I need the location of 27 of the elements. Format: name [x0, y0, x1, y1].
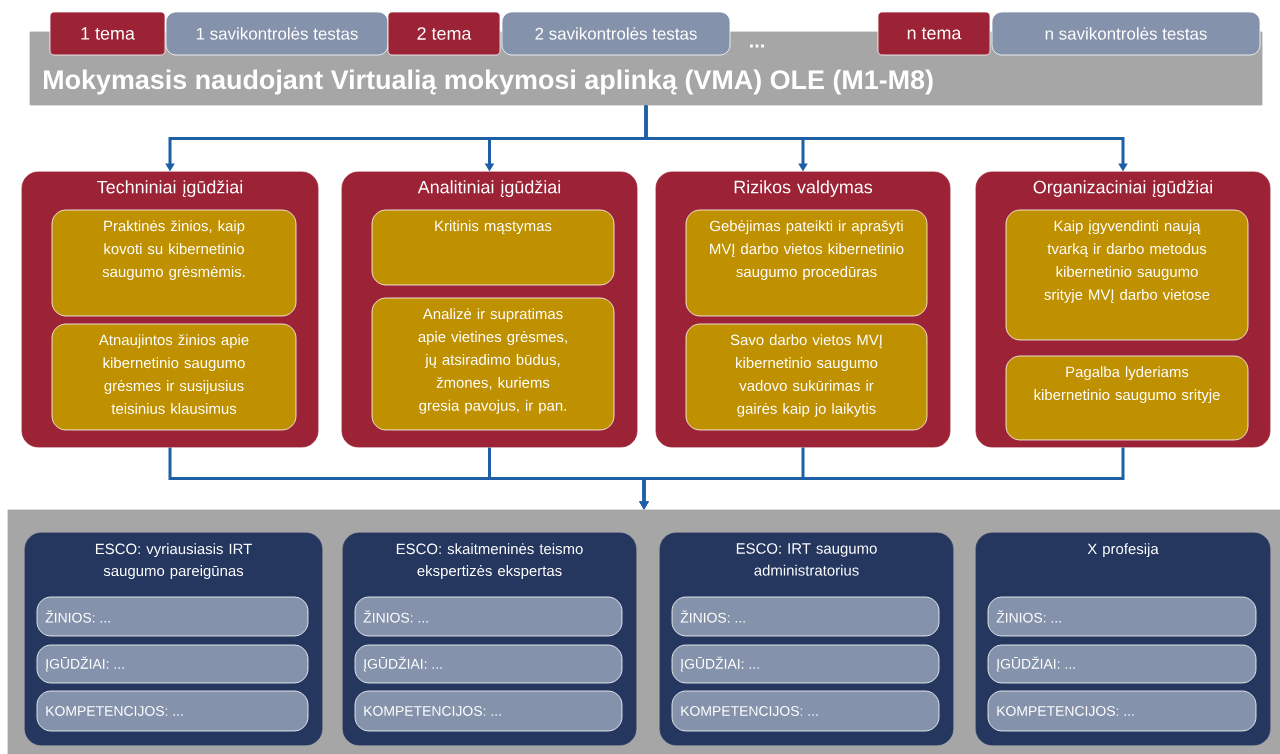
skill-box: Analizė ir supratimas apie vietines grėsmes, jų atsiradimo būdus, žmones, kuriems gresia pavojus, ir pan.	[371, 297, 615, 431]
skill-box: Kaip įgyvendinti naują tvarką ir darbo metodus kibernetinio saugumo srityje MVĮ darbo vietose	[1005, 209, 1249, 341]
tab: n savikontrolės testas	[991, 11, 1261, 56]
field-pill: ŽINIOS: ...	[987, 596, 1257, 637]
field-pill: KOMPETENCIJOS: ...	[987, 690, 1257, 732]
skill-box: Pagalba lyderiams kibernetinio saugumo srityje	[1005, 355, 1249, 441]
skill-box: Atnaujintos žinios apie kibernetinio saugumo grėsmes ir susijusius teisinius klausimus	[51, 323, 297, 431]
field-pill: ĮGŪDŽIAI: ...	[987, 644, 1257, 684]
field-pill: ŽINIOS: ...	[671, 596, 940, 637]
tab: 2 tema	[387, 11, 501, 56]
field-pill: KOMPETENCIJOS: ...	[36, 690, 309, 732]
skill-box: Praktinės žinios, kaip kovoti su kibernetinio saugumo grėsmėmis.	[51, 209, 297, 317]
tab: 1 tema	[49, 11, 166, 56]
skill-box: Savo darbo vietos MVĮ kibernetinio saugumo vadovo sukūrimas ir gairės kaip jo laikytis	[685, 323, 928, 431]
skill-box: Kritinis mąstymas	[371, 209, 615, 286]
ellipsis: ...	[750, 44, 764, 48]
field-pill: KOMPETENCIJOS: ...	[354, 690, 623, 732]
field-pill: ĮGŪDŽIAI: ...	[671, 644, 940, 684]
field-pill: KOMPETENCIJOS: ...	[671, 690, 940, 732]
field-pill: ŽINIOS: ...	[36, 596, 309, 637]
field-pill: ĮGŪDŽIAI: ...	[36, 644, 309, 684]
skill-box: Gebėjimas pateikti ir aprašyti MVĮ darbo vietos kibernetinio saugumo procedūras	[685, 209, 928, 317]
field-pill: ĮGŪDŽIAI: ...	[354, 644, 623, 684]
tab: 2 savikontrolės testas	[501, 11, 731, 56]
tab: 1 savikontrolės testas	[165, 11, 389, 56]
field-pill: ŽINIOS: ...	[354, 596, 623, 637]
tab: n tema	[877, 11, 991, 56]
